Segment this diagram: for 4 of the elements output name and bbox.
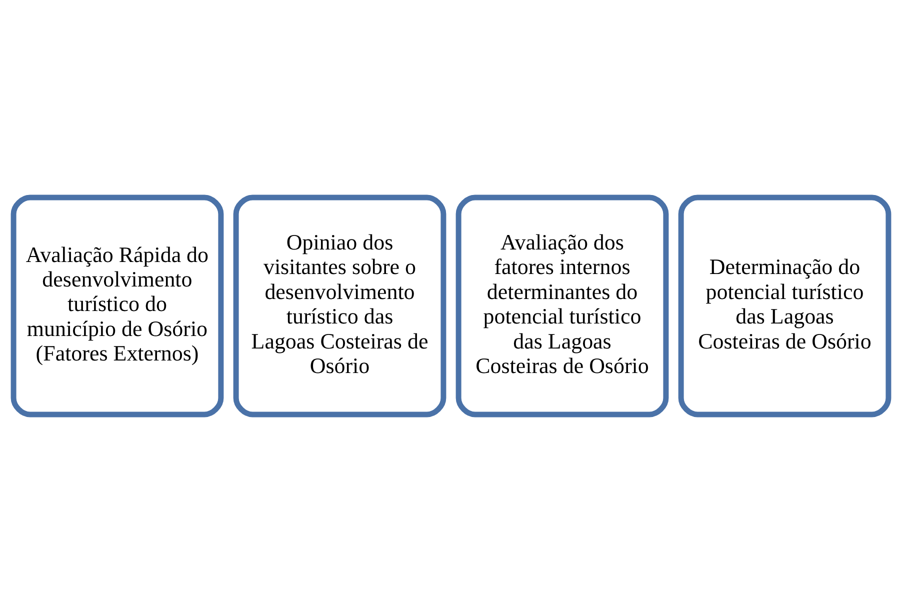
node-box: Determinação do potencial turístico das Lagoas Costeiras de Osório: [678, 194, 892, 418]
node-box: Avaliação dos fatores internos determinantes do potencial turístico das Lagoas Costeiras de Osório: [456, 194, 669, 418]
node-box: Opiniao dos visitantes sobre o desenvolvimento turístico das Lagoas Costeiras de Osório: [233, 194, 446, 418]
node-box: Avaliação Rápida do desenvolvimento turístico do município de Osório (Fatores Externos): [10, 194, 224, 418]
